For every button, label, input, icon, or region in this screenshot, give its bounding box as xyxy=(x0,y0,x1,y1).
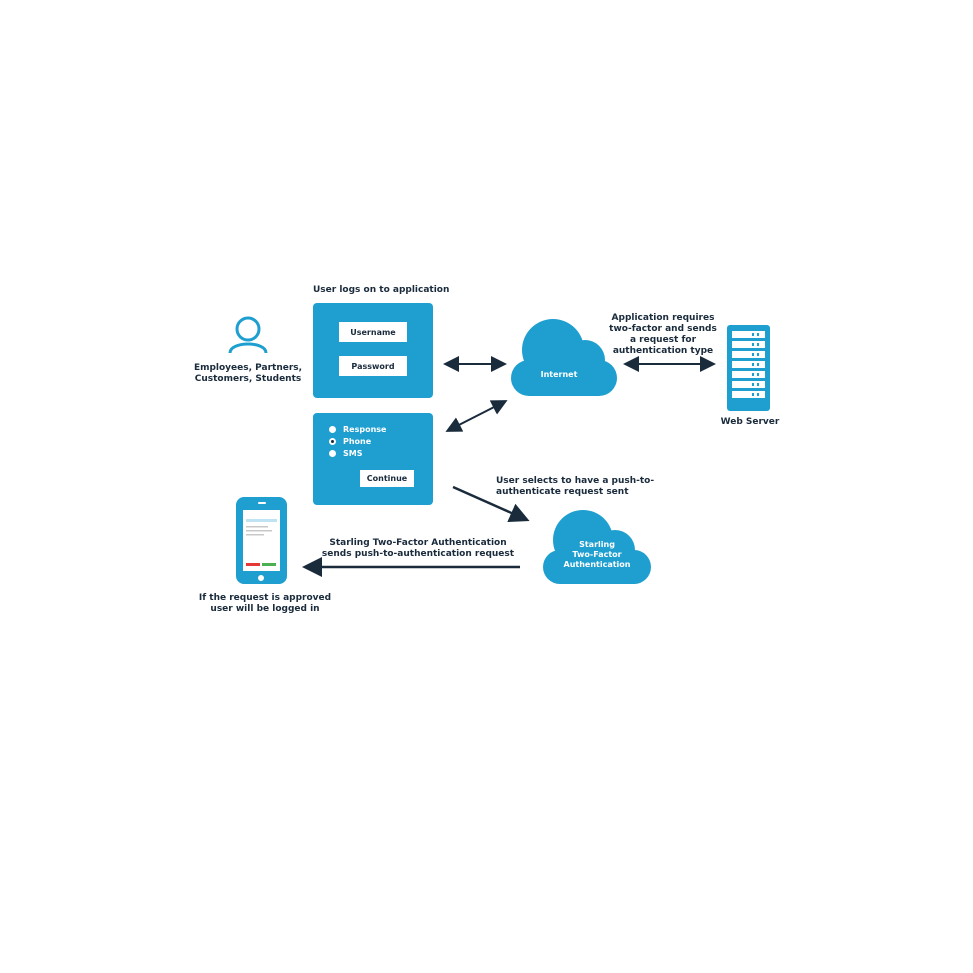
web-server-icon xyxy=(727,325,770,411)
arrow-auth-starling xyxy=(452,485,530,523)
starling-sends-label: Starling Two-Factor Authentication sends… xyxy=(318,538,518,560)
radio-button[interactable] xyxy=(329,450,336,457)
internet-cloud-label: Internet xyxy=(540,370,578,379)
users-label-line: Employees, Partners, xyxy=(193,363,303,373)
radio-button-selected[interactable] xyxy=(329,438,336,445)
auth-method-panel: Response Phone SMS Continue xyxy=(313,413,433,505)
user-selects-line: authenticate request sent xyxy=(496,487,629,497)
starling-cloud-line: Authentication xyxy=(563,560,631,569)
app-requires-line: authentication type xyxy=(612,346,714,356)
username-field[interactable]: Username xyxy=(339,322,407,342)
radio-button[interactable] xyxy=(329,426,336,433)
users-label: Employees, Partners, Customers, Students xyxy=(187,363,309,385)
starling-sends-line: sends push-to-authentication request xyxy=(321,549,515,559)
starling-sends-line: Starling Two-Factor Authentication xyxy=(329,538,507,548)
users-label-line: Customers, Students xyxy=(194,374,302,384)
radio-label: SMS xyxy=(343,449,363,458)
mobile-phone-icon xyxy=(236,497,287,584)
app-requires-line: Application requires xyxy=(611,313,715,323)
web-server-label: Web Server xyxy=(720,417,780,427)
app-requires-line: a request for xyxy=(629,335,697,345)
login-form-panel: Username Password xyxy=(313,303,433,398)
starling-cloud-icon xyxy=(543,510,651,584)
starling-cloud-label: Starling Two-Factor Authentication xyxy=(555,540,639,570)
internet-cloud-icon xyxy=(511,319,617,396)
logon-title: User logs on to application xyxy=(313,285,450,295)
password-field[interactable]: Password xyxy=(339,356,407,376)
arrow-auth-internet xyxy=(445,400,508,432)
user-icon xyxy=(228,316,268,354)
app-requires-label: Application requires two-factor and send… xyxy=(598,313,728,357)
radio-option-phone[interactable]: Phone xyxy=(329,437,371,446)
radio-label: Response xyxy=(343,425,387,434)
radio-option-response[interactable]: Response xyxy=(329,425,386,434)
user-selects-line: User selects to have a push-to- xyxy=(496,476,655,486)
radio-option-sms[interactable]: SMS xyxy=(329,449,362,458)
continue-button[interactable]: Continue xyxy=(360,470,414,487)
app-requires-line: two-factor and sends xyxy=(609,324,717,334)
radio-label: Phone xyxy=(343,437,372,446)
starling-cloud-line: Two-Factor xyxy=(572,550,622,559)
starling-cloud-line: Starling xyxy=(579,540,615,549)
approved-line: user will be logged in xyxy=(210,604,320,614)
user-selects-label: User selects to have a push-to- authenti… xyxy=(496,476,654,498)
approved-line: If the request is approved xyxy=(198,593,332,603)
approved-label: If the request is approved user will be … xyxy=(190,593,340,615)
